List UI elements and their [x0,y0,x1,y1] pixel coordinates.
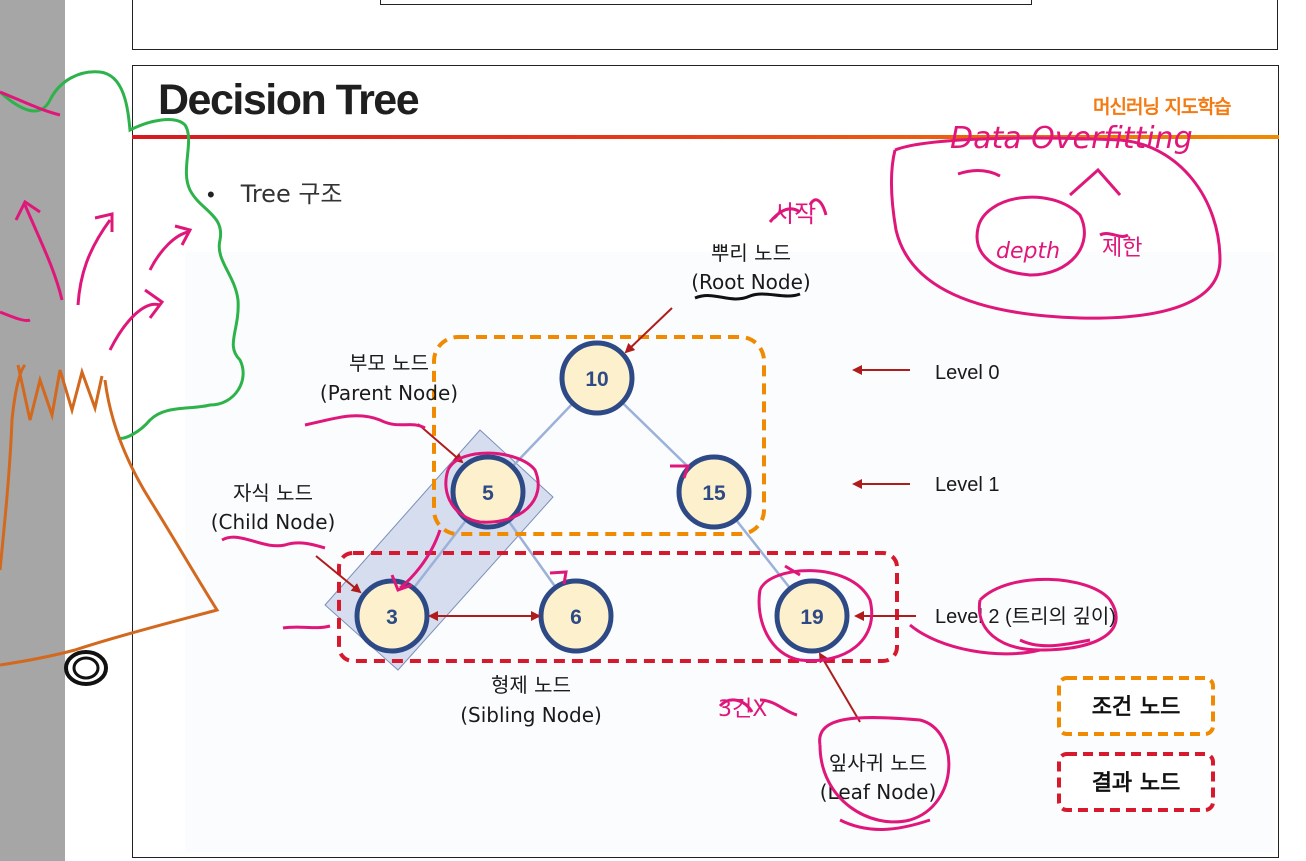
node-label-5: 5 [482,482,494,505]
node-label-3: 3 [386,606,398,629]
slide-title: Decision Tree [158,76,420,124]
sibling-label-en: (Sibling Node) [460,703,602,727]
level-1-label: Level 1 [935,474,1000,496]
previous-slide-box [380,0,1032,5]
bullet-dot-icon: • [207,182,215,207]
level-0-label: Level 0 [935,362,1000,384]
ink-data-overfitting: Data Overfitting [950,121,1193,156]
tree-node-6: 6 [538,578,614,654]
bullet-text: Tree 구조 [240,180,343,208]
ink-3x: 3건X [718,697,767,722]
slide-tag: 머신러닝 지도학습 [1093,96,1231,118]
legend-condition-label: 조건 노드 [1092,695,1181,720]
bullet-item: • Tree 구조 [207,174,343,209]
node-label-6: 6 [570,606,582,629]
child-arrow [315,555,362,594]
ink-knot [64,650,108,686]
tree-node-15: 15 [676,454,752,530]
node-label-15: 15 [702,482,726,505]
legend-condition: 조건 노드 [1057,676,1215,736]
root-label-ko: 뿌리 노드 [711,241,791,265]
leaf-label-en: (Leaf Node) [820,780,937,804]
parent-label-en: (Parent Node) [320,381,458,405]
previous-slide-panel [132,0,1278,50]
child-label-en: (Child Node) [211,510,336,534]
legend-result-label: 결과 노드 [1092,771,1181,796]
legend-result: 결과 노드 [1057,752,1215,812]
leaf-label-ko: 잎사귀 노드 [829,751,927,775]
ink-annotations [221,136,1222,831]
node-label-19: 19 [800,606,823,629]
root-arrow [624,307,673,354]
root-label-en: (Root Node) [691,270,810,294]
tree-node-5: 5 [450,454,526,530]
level-2-label: Level 2 (트리의 깊이) [935,605,1116,628]
annotation-arrows [315,307,916,723]
node-label-10: 10 [585,368,608,391]
leaf-arrow [818,652,861,723]
parent-label-ko: 부모 노드 [349,351,429,375]
sibling-label-ko: 형제 노드 [491,673,571,697]
child-label-ko: 자식 노드 [233,481,313,505]
diagram-background [185,252,1275,852]
ink-limit: 제한 [1102,236,1142,261]
ink-depth: depth [996,239,1060,264]
parent-arrow [417,423,464,464]
ink-tree-trunk [0,363,220,667]
ink-start: 시작 [772,200,816,228]
tree-node-10: 10 [559,340,635,416]
tree-node-19: 19 [774,578,850,654]
tree-node-3: 3 [354,578,430,654]
ink-tree-canopy [0,70,245,440]
result-nodes-box [337,551,899,663]
ink-branch-arrows [0,90,193,351]
title-rule [132,135,1279,139]
